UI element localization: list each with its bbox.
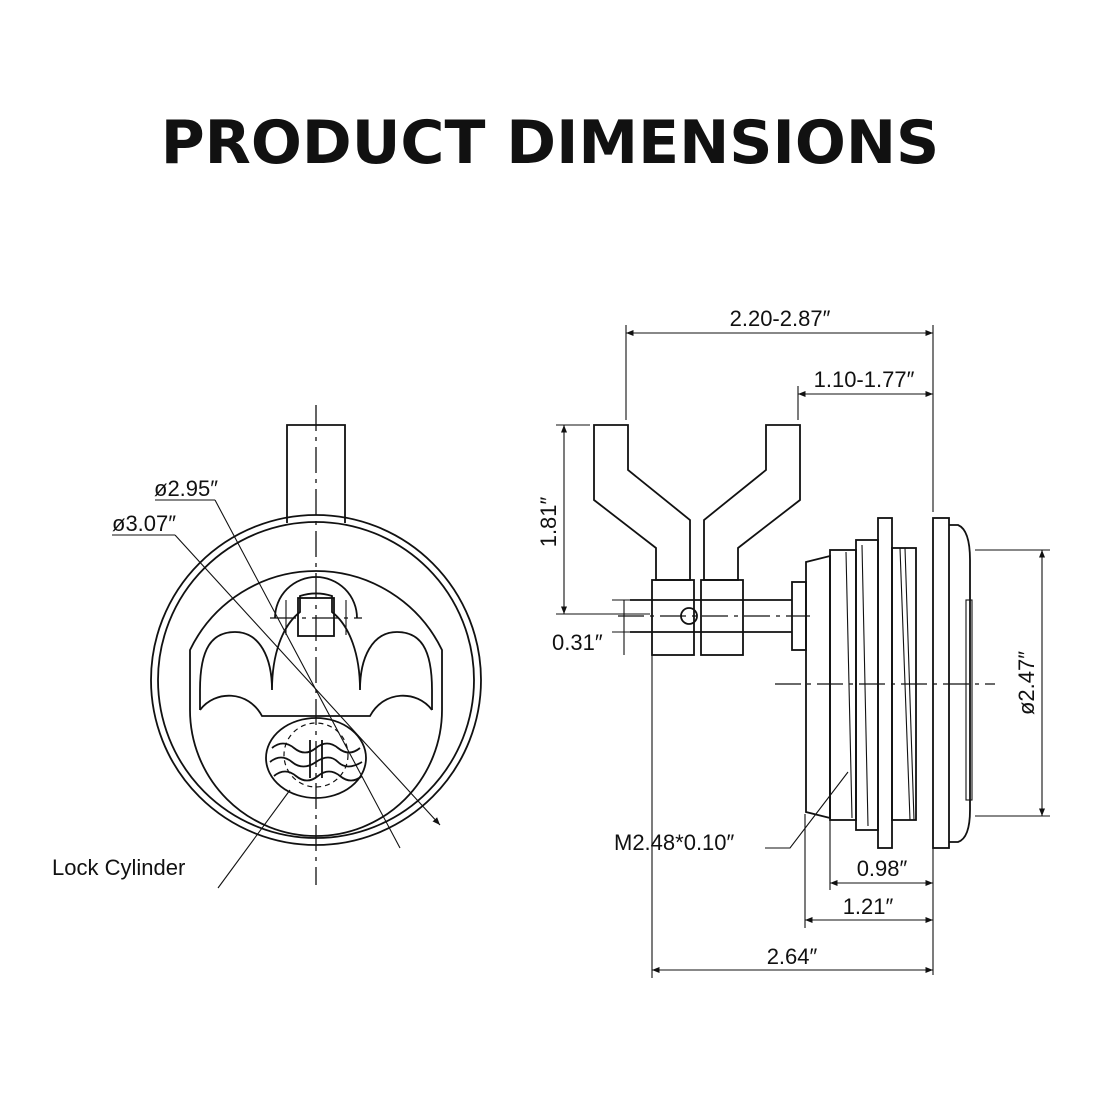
- dim-thread: M2.48*0.10″: [614, 830, 735, 855]
- dim-shaft-height: 0.31″: [552, 630, 603, 655]
- handle-right-arm: [703, 424, 801, 581]
- dim-depth-1: 0.98″: [857, 856, 908, 881]
- lock-cylinder-leader: [217, 789, 291, 889]
- housing-thread-ring: [829, 549, 857, 821]
- shaft: [630, 599, 792, 633]
- dia-295-leader: [214, 499, 401, 849]
- dim-inner-width: 1.10-1.77″: [814, 367, 915, 392]
- lock-cylinder-label: Lock Cylinder: [52, 855, 185, 880]
- front-bezel: [932, 517, 950, 849]
- lock-cylinder-hidden: [283, 722, 349, 788]
- clevis-left: [651, 579, 695, 656]
- page-title: PRODUCT DIMENSIONS: [160, 108, 940, 178]
- recessed-cup: [189, 570, 443, 837]
- bezel-cap: [949, 524, 971, 843]
- bezel-face: [965, 599, 973, 801]
- clevis-right: [700, 579, 744, 656]
- dim-overall-width: 2.20-2.87″: [730, 306, 831, 331]
- dia-307-label: ø3.07″: [112, 511, 176, 536]
- nut-flange: [877, 517, 893, 849]
- key-slot: [309, 740, 323, 778]
- thread-leader: [765, 771, 849, 849]
- dim-depth-2: 1.21″: [843, 894, 894, 919]
- dim-handle-height: 1.81″: [536, 496, 561, 547]
- front-view: ø2.95″ ø3.07″ Lock Cylinder: [52, 405, 482, 889]
- side-view: 2.20-2.87″ 1.10-1.77″ 1.81″ 0.31″ ø2.47″…: [536, 306, 1050, 978]
- dim-body-diameter: ø2.47″: [1014, 651, 1039, 715]
- dia-307-leader: [174, 534, 441, 826]
- dia-295-label: ø2.95″: [154, 476, 218, 501]
- handle-left-arm: [593, 424, 691, 581]
- housing-back: [805, 554, 831, 820]
- dim-overall-depth: 2.64″: [767, 944, 818, 969]
